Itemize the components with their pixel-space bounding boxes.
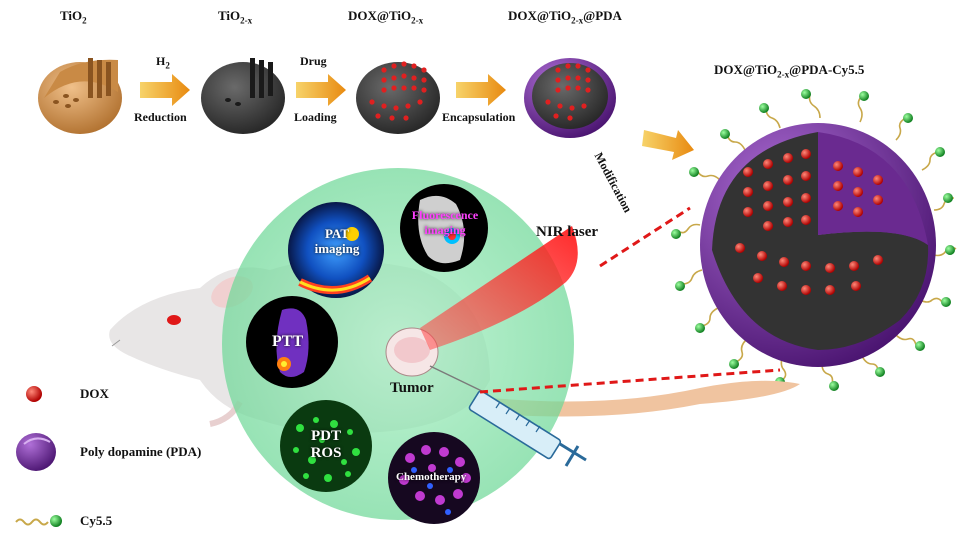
arrow-modification-icon — [642, 130, 694, 160]
pdt-ros-label: PDT ROS — [310, 428, 342, 461]
cy55-chain-icon — [15, 515, 62, 527]
ptt-label: PTT — [272, 333, 304, 350]
nir-laser-beam-icon — [420, 226, 578, 350]
step-title-dox-tio2x-pda: DOX@TiO2-x@PDA — [508, 8, 622, 26]
step-title-dox-tio2x: DOX@TiO2-x — [348, 8, 424, 26]
fluorescence-imaging-label: Fluorescence imaging — [411, 208, 479, 237]
legend-label-dox: DOX — [80, 386, 109, 401]
tumor-icon — [385, 327, 439, 377]
chemotherapy-icon — [388, 432, 480, 524]
arrow-label-loading: Loading — [294, 110, 337, 124]
tumor-label: Tumor — [390, 380, 434, 396]
step-title-tio2: TiO2 — [60, 8, 87, 26]
arrow-label-encapsulation: Encapsulation — [442, 110, 516, 124]
arrow-encapsulation-icon — [456, 74, 506, 106]
arrow-label-drug: Drug — [300, 54, 327, 68]
chemotherapy-label: Chemotherapy — [396, 471, 467, 483]
pdt-ros-icon — [280, 400, 372, 492]
pda-shell-icon — [16, 433, 56, 471]
ptt-icon — [246, 296, 338, 388]
tio2x-sphere-icon — [201, 58, 285, 134]
pat-imaging-icon — [288, 202, 384, 298]
arrow-label-h2: H2 — [156, 54, 170, 71]
arrow-reduction-icon — [140, 74, 190, 106]
tio2-sphere-icon — [38, 58, 122, 134]
connector-line-lower — [479, 368, 781, 394]
connector-line-upper — [599, 206, 691, 268]
fluorescence-imaging-icon — [400, 184, 488, 272]
legend-label-pda: Poly dopamine (PDA) — [80, 444, 202, 459]
syringe-icon — [429, 365, 587, 467]
dox-tio2x-sphere-icon — [356, 61, 440, 134]
nir-laser-label: NIR laser — [536, 224, 599, 240]
final-particle-title: DOX@TiO2-x@PDA-Cy5.5 — [714, 62, 865, 80]
pat-imaging-label: PAT imaging — [314, 226, 360, 256]
step-title-tio2x: TiO2-x — [218, 8, 253, 26]
arrow-label-reduction: Reduction — [134, 110, 187, 124]
final-particle-icon — [671, 89, 957, 391]
dox-dot-icon — [26, 386, 42, 402]
arrow-loading-icon — [296, 74, 346, 106]
legend-label-cy55: Cy5.5 — [80, 513, 113, 528]
dox-tio2x-pda-sphere-icon — [524, 58, 616, 138]
